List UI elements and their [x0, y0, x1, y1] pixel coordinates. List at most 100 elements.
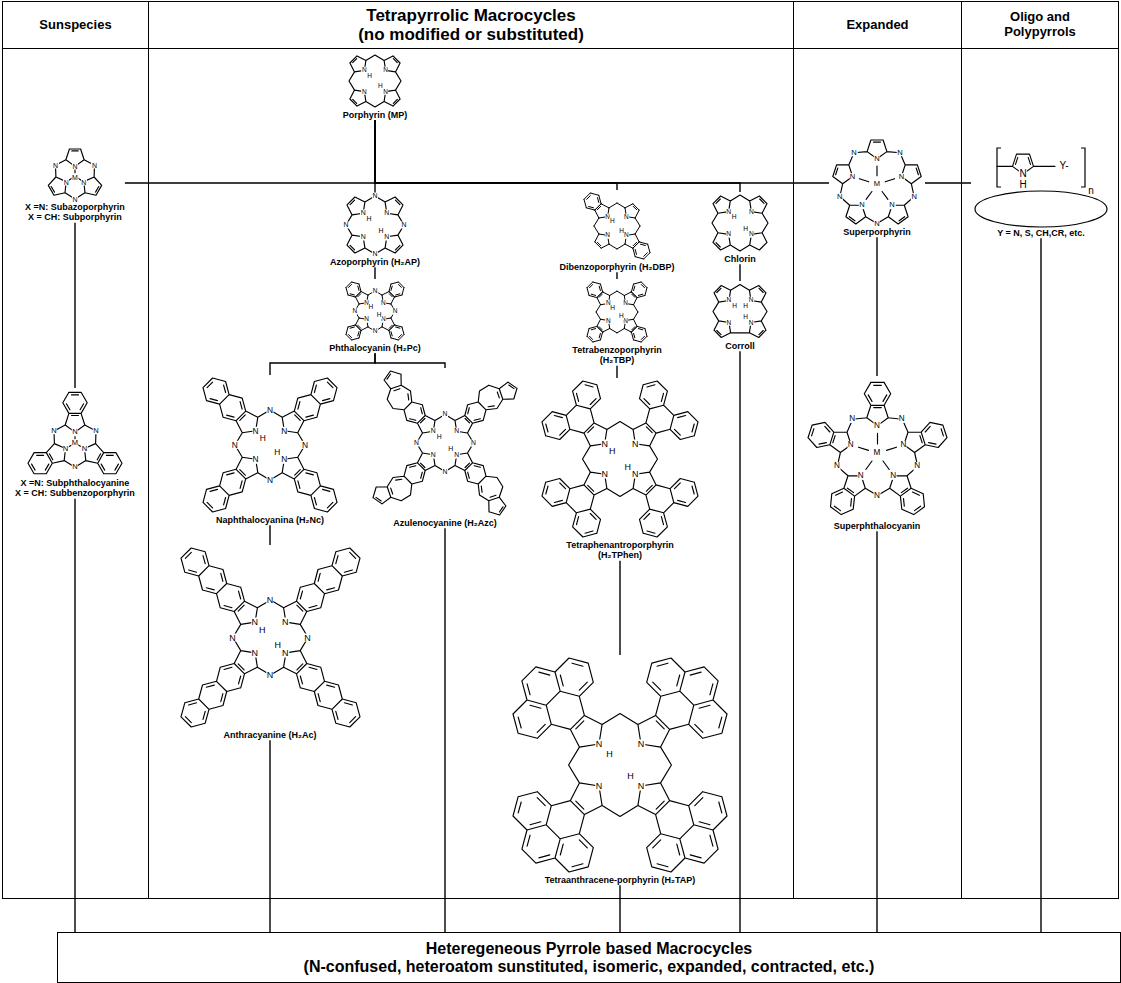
atom-label: H — [606, 750, 614, 759]
compound-name: Dibenzoporphyrin (H₂DBP) — [560, 262, 675, 272]
connector-line — [269, 740, 270, 932]
compound-name: Porphyrin (MP) — [343, 110, 408, 120]
atom-label: H — [618, 313, 624, 320]
atom-label: N — [93, 427, 99, 435]
molecule-drawing — [539, 378, 701, 540]
atom-label: N — [362, 88, 368, 95]
atom-label: N — [749, 208, 755, 215]
compound-node: NNNNHHPorphyrin (MP) — [343, 52, 408, 120]
column-header: Sunspecies — [3, 2, 148, 49]
atom-label: N — [859, 201, 865, 209]
compound-name: Y = N, S, CH,CR, etc. — [997, 228, 1085, 238]
connector-line — [444, 528, 445, 932]
bond-lines — [833, 140, 921, 224]
atom-label: N — [91, 162, 97, 169]
atom-label: N — [601, 439, 608, 448]
atom-label: H — [743, 303, 749, 310]
atom-label: N — [384, 233, 390, 240]
connector-line — [619, 561, 620, 655]
atom-label: N — [392, 308, 398, 315]
atom-label: N — [606, 317, 612, 324]
atom-label: H — [448, 445, 454, 452]
connector-line — [125, 120, 375, 183]
bond-lines — [584, 193, 650, 259]
compound-node: NNNNNNNNHHAzulenocyanine (H₂Azc) — [370, 368, 520, 528]
column-band: SunspeciesNNNNNNMX =N: SubazoporphyrinX … — [2, 1, 149, 899]
atom-label: H — [743, 314, 749, 321]
enclosing-ellipse — [975, 191, 1107, 227]
atom-label: N — [623, 300, 629, 307]
molecule: NNNNHH — [709, 192, 771, 254]
atom-label: N — [749, 231, 755, 238]
molecule: NNNNNNNNHH — [342, 193, 408, 257]
atom-label: N — [595, 782, 603, 791]
connector-line — [1040, 238, 1041, 932]
atom-label: N — [252, 455, 259, 463]
connector-line — [269, 525, 270, 545]
atom-label: N — [343, 222, 349, 229]
connector-line — [925, 182, 971, 183]
atom-label: N — [595, 739, 603, 748]
atom-label: N — [81, 445, 87, 453]
atom-label: H — [743, 225, 749, 232]
atom-label: N — [372, 288, 378, 295]
bond-lines — [808, 382, 947, 514]
atom-label: N — [605, 232, 611, 239]
atom-label: N — [442, 411, 448, 418]
atom-label: N — [62, 445, 68, 453]
atom-label: N — [632, 470, 639, 479]
atom-label: N — [890, 472, 897, 480]
atom-label: H — [378, 227, 384, 234]
compound-node: NNNNHHTetraanthracene-porphyrin (H₂TAP) — [510, 655, 730, 885]
atom-label: N — [748, 297, 754, 304]
column-header: Oligo and Polypyrrols — [962, 2, 1118, 49]
atom-label: N — [874, 422, 881, 430]
compound-node: NNNNHHTetraphenantroporphyrin (H₂TPhen) — [539, 378, 701, 561]
compound-node: NNNNNNNNHHNaphthalocyanina (H₂Nc) — [200, 375, 340, 525]
atom-label: H — [609, 447, 616, 456]
atom-label: N — [229, 633, 236, 642]
bond-lines — [513, 658, 727, 872]
compound-name: Azoporphyrin (H₂AP) — [330, 257, 420, 267]
column-band: Tetrapyrrolic Macrocycles(no modified or… — [148, 1, 794, 899]
compound-node: NNNNNNNNNNMSuperphthalocyanin — [805, 376, 950, 531]
compound-node: NNNNHHDibenzoporphyrin (H₂DBP) — [560, 190, 675, 272]
molecule: NNNNNNNNHH — [178, 545, 363, 730]
atom-label: N — [837, 193, 843, 201]
bond-lines — [349, 55, 401, 107]
atom-label: N — [72, 196, 78, 203]
atom-label: N — [900, 441, 907, 449]
atom-label: N — [360, 233, 366, 240]
molecule-drawing — [342, 193, 408, 257]
compound-name: Anthracyanine (H₂Ac) — [223, 730, 316, 740]
bond-lines — [28, 392, 122, 473]
molecule-drawing — [710, 281, 770, 341]
molecule: NNNNNNNNHH — [342, 279, 408, 343]
column-title: Oligo and Polypyrrols — [988, 10, 1093, 39]
atom-label: H — [436, 434, 442, 441]
atom-label: H — [274, 448, 281, 456]
atom-label: H — [259, 625, 266, 634]
atom-label: N — [251, 618, 258, 627]
compound-node: NHY-nY = N, S, CH,CR, etc. — [971, 143, 1111, 238]
atom-label: H — [259, 434, 266, 442]
repeat-bracket — [997, 148, 1085, 187]
atom-label: N — [51, 427, 57, 435]
atom-label: N — [81, 178, 87, 185]
atom-label: N — [874, 155, 880, 163]
atom-label: N — [63, 178, 69, 185]
atom-label: N — [384, 210, 390, 217]
compound-name: Superporphyrin — [843, 227, 911, 237]
atom-label: N — [889, 201, 895, 209]
atom-label: N — [833, 462, 840, 470]
molecule-drawing — [579, 190, 655, 262]
atom-label: N — [849, 415, 856, 423]
atom-label: N — [72, 464, 78, 472]
atom-label: n — [1088, 186, 1095, 196]
atom-label: N — [52, 162, 58, 169]
connector-line — [739, 264, 740, 281]
molecule-drawing — [583, 279, 651, 345]
bond-lines — [181, 548, 360, 727]
atom-label: N — [383, 88, 389, 95]
atom-label: H — [619, 227, 625, 234]
